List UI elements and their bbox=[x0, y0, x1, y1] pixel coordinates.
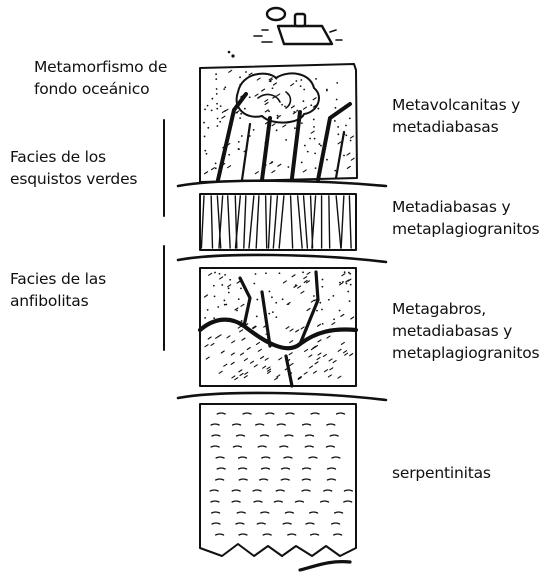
contact-line bbox=[178, 181, 386, 186]
contact-line bbox=[300, 562, 350, 570]
label-metagabros: Metagabros,metadiabasas ymetaplagiograni… bbox=[392, 298, 539, 364]
label-fondo-oceanico: Metamorfismo defondo oceánico bbox=[34, 56, 167, 100]
ship-icon bbox=[228, 8, 342, 58]
layer-serpentinitas bbox=[200, 404, 356, 556]
contact-line bbox=[178, 255, 386, 262]
label-esquistos-verdes: Facies de losesquistos verdes bbox=[10, 146, 137, 190]
label-metadiabasas: Metadiabasas ymetaplagiogranitos bbox=[392, 196, 539, 240]
contact-line bbox=[178, 393, 386, 400]
label-anfibolitas: Facies de lasanfibolitas bbox=[10, 268, 106, 312]
layer-metadiabasas bbox=[200, 194, 356, 250]
label-metavolcanitas: Metavolcanitas ymetadiabasas bbox=[392, 94, 520, 138]
label-serpentinitas: serpentinitas bbox=[392, 462, 491, 484]
